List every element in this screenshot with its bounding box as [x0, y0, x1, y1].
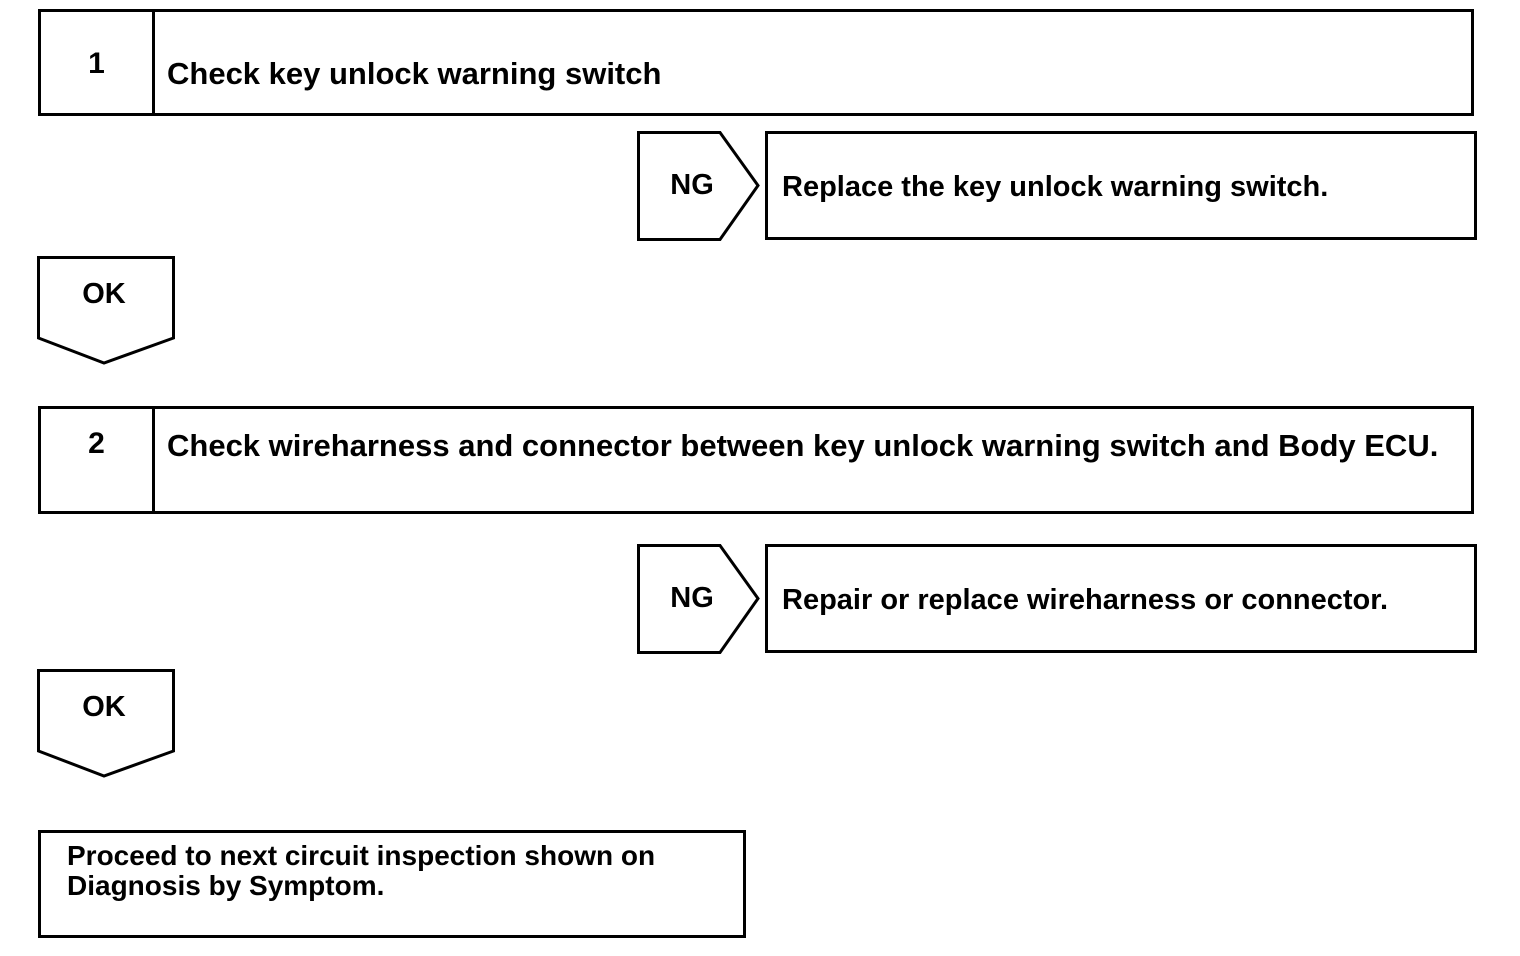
step-number: 2: [41, 409, 155, 511]
ng-action-box: Replace the key unlock warning switch.: [765, 131, 1477, 240]
ok-arrow-shape: [37, 669, 175, 778]
ng-label: NG: [670, 582, 714, 614]
step-2-box: 2 Check wireharness and connector betwee…: [38, 406, 1474, 514]
ng-arrow-tag: NG: [637, 544, 761, 654]
ok-label: OK: [82, 691, 126, 723]
ok-arrow-tag: OK: [37, 256, 175, 366]
ng-arrow-shape: [637, 131, 760, 241]
ok-label: OK: [82, 278, 126, 310]
ng-action-box: Repair or replace wireharness or connect…: [765, 544, 1477, 653]
step-number: 1: [41, 12, 155, 113]
step-1-box: 1 Check key unlock warning switch: [38, 9, 1474, 116]
step-title: Check wireharness and connector between …: [167, 428, 1439, 463]
final-result-box: Proceed to next circuit inspection shown…: [38, 830, 746, 938]
ok-arrow-tag: OK: [37, 669, 175, 779]
ng-arrow-shape: [637, 544, 760, 654]
ng-label: NG: [670, 169, 714, 201]
step-title: Check key unlock warning switch: [167, 56, 662, 91]
ng-arrow-tag: NG: [637, 131, 761, 241]
ok-arrow-shape: [37, 256, 175, 365]
